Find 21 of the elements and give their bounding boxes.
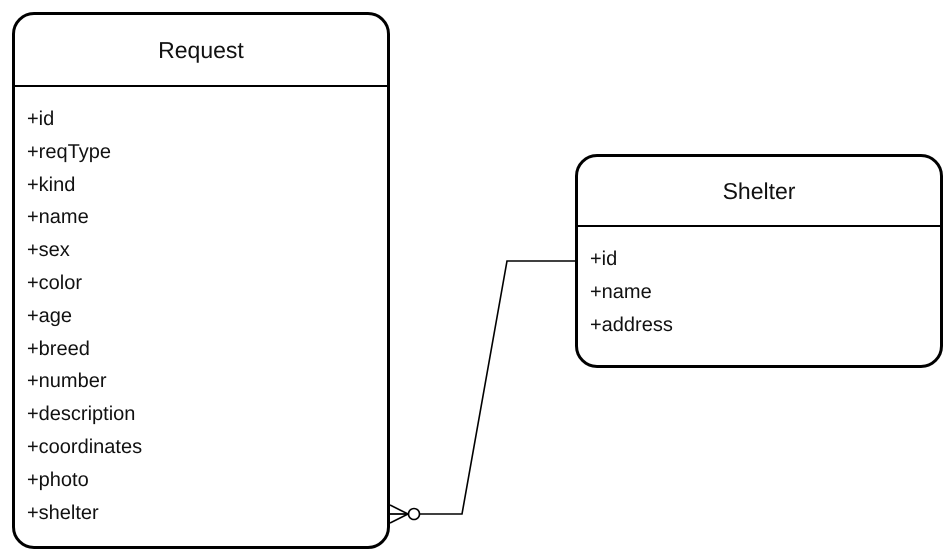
attribute-text: +breed (27, 336, 90, 362)
attribute-text: +kind (27, 172, 76, 198)
entity-name: Shelter (722, 178, 796, 204)
attribute-text: +description (27, 402, 136, 428)
attribute-text: +id (590, 247, 618, 272)
entity-box (575, 154, 943, 368)
attribute-text: +number (27, 369, 106, 394)
attribute-text: +id (27, 107, 54, 132)
attribute-text: +coordinates (27, 434, 142, 460)
attribute-text: +name (590, 280, 652, 305)
attribute-text: +reqType (27, 140, 111, 165)
attribute-text: +sex (27, 238, 70, 264)
attribute-text: +shelter (27, 500, 99, 526)
attribute-text: +color (27, 270, 82, 296)
attribute-text: +name (27, 205, 89, 230)
attribute-text: +photo (27, 468, 89, 493)
relationship-line (389, 260, 575, 524)
attribute-text: +address (590, 312, 673, 338)
attribute-text: +age (27, 304, 72, 329)
entity-name: Request (158, 36, 244, 64)
entity-box (12, 12, 390, 549)
